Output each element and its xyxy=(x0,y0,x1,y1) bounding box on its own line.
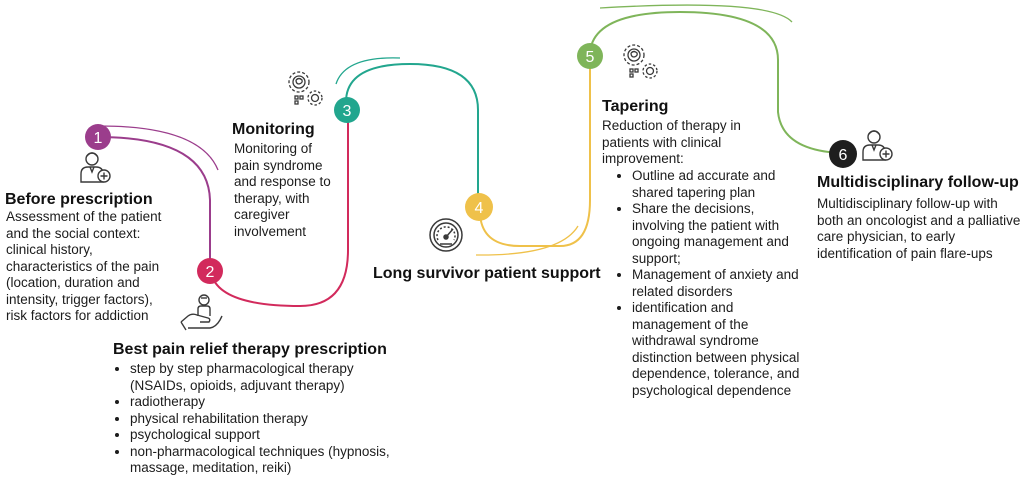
step-marker-4: 4 xyxy=(465,193,493,221)
step-description-1: Assessment of the patient and the social… xyxy=(6,209,162,323)
brain-gears-icon xyxy=(288,71,323,106)
step-title-6: Multidisciplinary follow-up xyxy=(817,174,1019,191)
bullet-item: Share the decisions, involving the patie… xyxy=(632,201,802,267)
step-number-3: 3 xyxy=(343,103,352,120)
path-decor-4 xyxy=(475,225,579,256)
bullet-item: psychological support xyxy=(130,427,392,444)
step-title-3: Monitoring xyxy=(232,121,315,138)
bullet-item: Outline ad accurate and shared tapering … xyxy=(632,168,802,201)
path-segment-2-3 xyxy=(211,110,349,308)
step-number-5: 5 xyxy=(586,49,595,66)
step-description-5: Reduction of therapy in patients with cl… xyxy=(602,118,741,166)
step-number-2: 2 xyxy=(206,264,215,281)
step-description-6: Multidisciplinary follow-up with both an… xyxy=(817,196,1021,261)
step-number-4: 4 xyxy=(475,200,484,217)
step-marker-2: 2 xyxy=(197,258,223,284)
step-title-1: Before prescription xyxy=(5,191,153,208)
path-segment-1-2 xyxy=(97,136,211,270)
path-segment-4-5 xyxy=(479,60,591,247)
step-number-1: 1 xyxy=(94,130,103,147)
step-marker-6: 6 xyxy=(829,140,857,168)
step-marker-3: 3 xyxy=(334,97,360,123)
doctor-plus-icon xyxy=(80,152,111,183)
bullet-item: non-pharmacological techniques (hypnosis… xyxy=(130,444,392,477)
brain-gears-icon xyxy=(623,44,658,79)
bullet-item: identification and management of the wit… xyxy=(632,300,802,399)
step-description-3: Monitoring of pain syndrome and response… xyxy=(234,141,331,239)
bullet-item: Management of anxiety and related disord… xyxy=(632,267,802,300)
step-bullets-5: Outline ad accurate and shared tapering … xyxy=(616,168,802,399)
bullet-item: step by step pharmacological therapy (NS… xyxy=(130,361,392,394)
doctor-plus-icon xyxy=(862,130,893,161)
path-segment-3-4 xyxy=(345,62,479,200)
bullet-item: physical rehabilitation therapy xyxy=(130,411,392,428)
step-marker-1: 1 xyxy=(85,124,111,150)
step-bullets-2: step by step pharmacological therapy (NS… xyxy=(114,361,392,477)
step-title-2: Best pain relief therapy prescription xyxy=(113,341,387,358)
step-marker-5: 5 xyxy=(577,43,603,69)
path-decor-3 xyxy=(335,57,401,85)
bullet-item: radiotherapy xyxy=(130,394,392,411)
step-title-5: Tapering xyxy=(602,98,669,115)
path-decor-5 xyxy=(599,4,793,23)
step-number-6: 6 xyxy=(839,147,848,164)
path-decor-1 xyxy=(99,125,219,171)
step-title-4: Long survivor patient support xyxy=(373,265,601,282)
gauge-icon xyxy=(429,218,463,252)
path-segment-5-6 xyxy=(589,10,841,154)
hand-person-icon xyxy=(180,294,223,331)
